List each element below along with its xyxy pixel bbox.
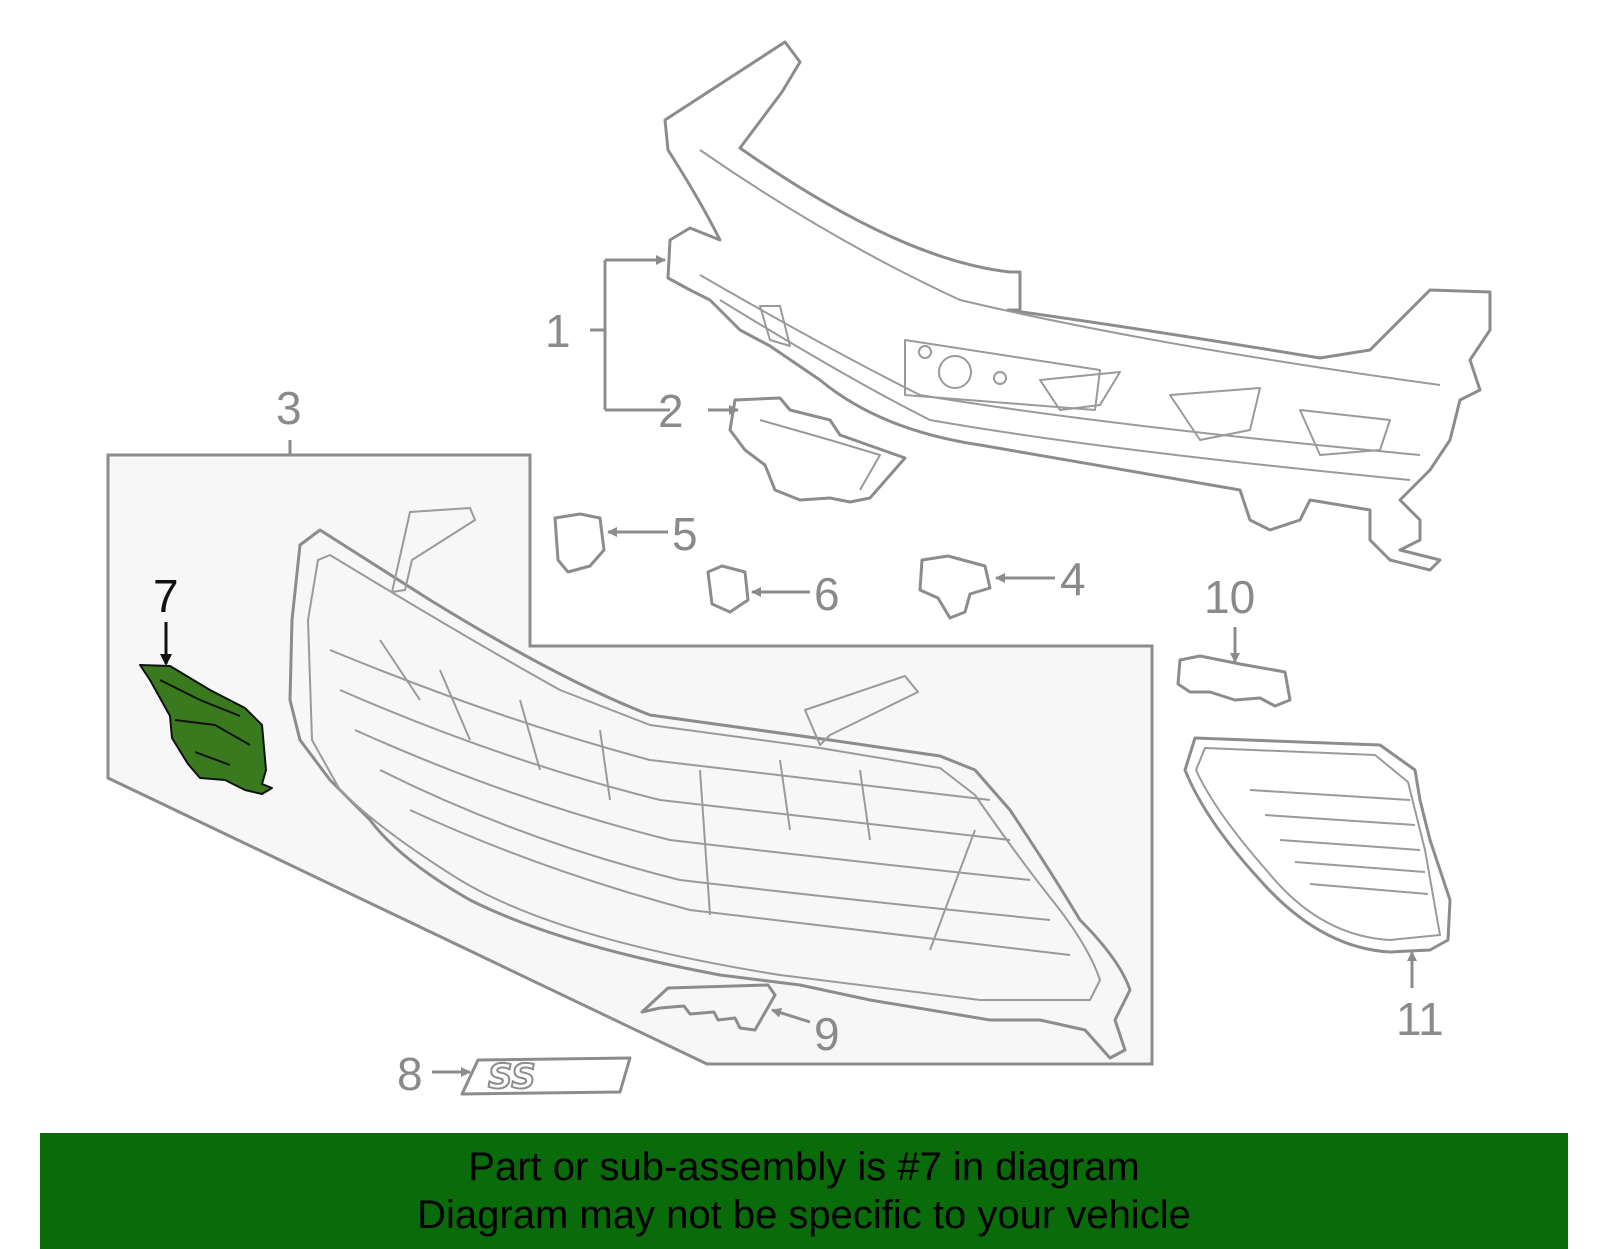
part-1-upper-grille-frame bbox=[663, 40, 1492, 572]
callout-3: 3 bbox=[276, 382, 302, 434]
part-5-clip bbox=[553, 512, 606, 574]
part-11-bezel bbox=[1183, 736, 1452, 954]
callout-8: 8 bbox=[397, 1048, 423, 1100]
callout-11: 11 bbox=[1396, 993, 1444, 1045]
banner-line-2: Diagram may not be specific to your vehi… bbox=[417, 1193, 1191, 1237]
subassembly-box bbox=[106, 453, 1154, 1066]
callout-5: 5 bbox=[672, 508, 698, 560]
callout-1: 1 bbox=[545, 305, 571, 357]
svg-text:SS: SS bbox=[488, 1057, 536, 1097]
part-7-highlighted-bracket bbox=[139, 664, 273, 795]
part-2-bracket bbox=[728, 396, 907, 504]
callout-7: 7 bbox=[153, 570, 179, 622]
callout-2: 2 bbox=[658, 385, 684, 437]
callout-9: 9 bbox=[814, 1008, 840, 1060]
part-6-clip bbox=[706, 564, 750, 614]
callout-4: 4 bbox=[1060, 553, 1086, 605]
part-4-bracket bbox=[918, 554, 992, 620]
part-8-ss-badge: SS bbox=[460, 1056, 632, 1098]
part-3-lower-grille bbox=[288, 507, 1132, 1060]
part-10-clip bbox=[1176, 654, 1292, 708]
banner-line-1: Part or sub-assembly is #7 in diagram bbox=[468, 1145, 1140, 1189]
info-banner: Part or sub-assembly is #7 in diagram Di… bbox=[40, 1133, 1568, 1249]
callout-6: 6 bbox=[814, 568, 840, 620]
callout-10: 10 bbox=[1204, 571, 1255, 623]
part-9-trim bbox=[640, 983, 777, 1032]
leader-lines bbox=[160, 255, 1417, 1077]
